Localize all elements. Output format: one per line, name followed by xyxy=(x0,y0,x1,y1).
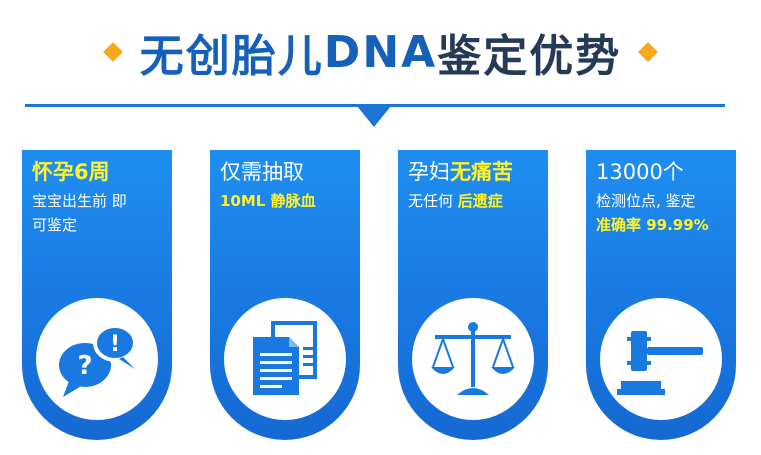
card-3-pregnant: 孕妇 xyxy=(408,160,450,184)
header: 无创胎儿DNA鉴定优势 xyxy=(0,0,761,127)
svg-text:?: ? xyxy=(77,351,92,381)
card-pregnancy-week: 怀孕6周 宝宝出生前 即 可鉴定 ? ! xyxy=(22,150,172,440)
card-1-text-1: 宝宝出生前 即 xyxy=(32,192,127,210)
card-1-text-2: 可鉴定 xyxy=(32,216,78,234)
card-3-sequelae: 后遗症 xyxy=(457,192,503,210)
card-accuracy: 13000个 检测位点, 鉴定 准确率 99.99% xyxy=(586,150,736,440)
card-2-icon-circle xyxy=(224,298,346,420)
card-4-icon-circle xyxy=(600,298,722,420)
card-4-headline: 13000个 xyxy=(596,160,684,184)
divider-line xyxy=(25,104,725,107)
diamond-left-icon xyxy=(102,42,123,62)
card-3-text: 无任何 后遗症 xyxy=(408,190,503,211)
card-3-headline: 孕妇无痛苦 xyxy=(408,156,513,186)
card-no-pain: 孕妇无痛苦 无任何 后遗症 xyxy=(398,150,548,440)
card-2-volume: 10ML xyxy=(220,192,271,210)
card-2-text: 10ML 静脉血 xyxy=(220,190,316,211)
card-4-text-1: 检测位点, 鉴定 xyxy=(596,192,696,210)
speech-bubbles-icon: ? ! xyxy=(59,324,137,397)
card-3-icon-circle xyxy=(412,298,534,420)
diamond-right-icon xyxy=(638,42,659,62)
card-1-icon-circle: ? ! xyxy=(36,298,158,420)
card-2-vein-blood: 静脉血 xyxy=(270,192,316,210)
card-2-headline: 仅需抽取 xyxy=(220,160,304,184)
title-part-3: 鉴定优势 xyxy=(437,31,622,82)
scales-icon xyxy=(431,322,515,395)
documents-icon xyxy=(253,321,317,395)
title-part-2: DNA xyxy=(323,26,438,78)
gavel-icon xyxy=(617,331,703,395)
card-4-accuracy-rate: 准确率 99.99% xyxy=(596,216,709,234)
page-title: 无创胎儿DNA鉴定优势 xyxy=(0,20,761,84)
card-3-without: 无任何 xyxy=(408,192,458,210)
card-3-painless: 无痛苦 xyxy=(450,160,513,184)
title-part-1: 无创胎儿 xyxy=(139,31,324,82)
card-blood-sample: 仅需抽取 10ML 静脉血 xyxy=(210,150,360,440)
divider-arrow-icon xyxy=(357,106,391,127)
card-1-headline: 怀孕6周 xyxy=(32,160,110,184)
svg-text:!: ! xyxy=(110,332,120,357)
